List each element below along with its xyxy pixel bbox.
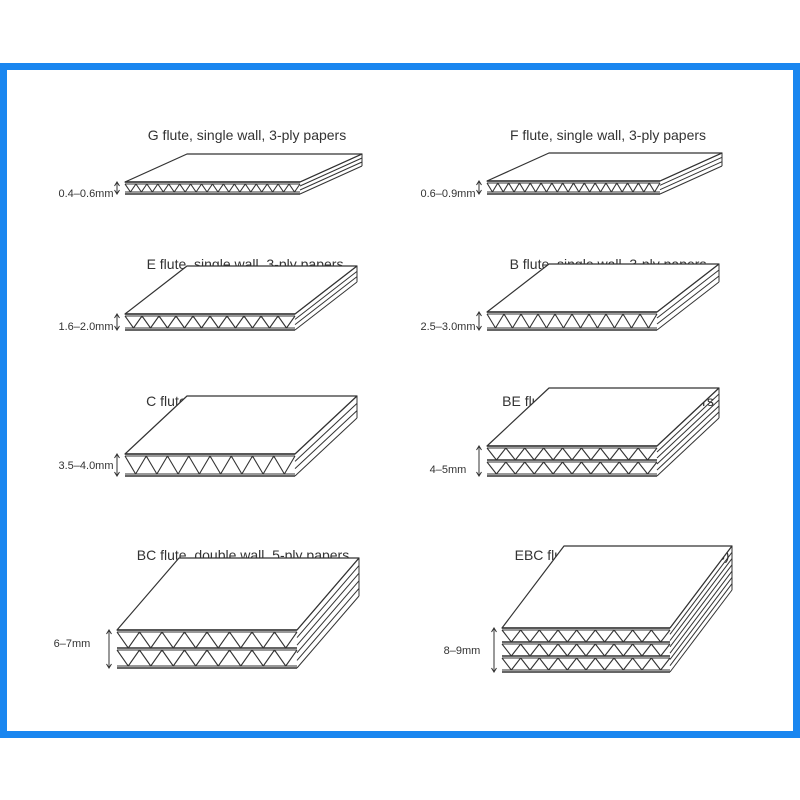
side-edge-line [656, 281, 720, 331]
thickness-label: 6–7mm [54, 638, 91, 650]
flute-zigzag [486, 461, 658, 475]
arrow-head-down [476, 325, 482, 331]
flute-zigzag [501, 629, 671, 643]
side-edge-line [669, 551, 733, 635]
arrow-head-up [106, 629, 112, 635]
flute-zigzag [124, 315, 296, 329]
arrow-head-down [476, 189, 482, 195]
board-top-face [116, 557, 360, 631]
side-edge-line [669, 545, 733, 629]
side-edge-line [669, 558, 733, 641]
thickness-label: 1.6–2.0mm [58, 321, 113, 333]
arrow-head-down [476, 471, 482, 477]
side-edge-line [656, 275, 720, 325]
panel-c-flute: C flute, single wall, 3-ply papers3.5–4.… [58, 393, 358, 477]
side-edge-line [296, 580, 360, 654]
side-edge-line [294, 395, 358, 455]
panel-f-flute: F flute, single wall, 3-ply papers 0.6–0.… [420, 127, 723, 200]
thickness-label: 3.5–4.0mm [58, 460, 113, 472]
arrow-head-down [106, 663, 112, 669]
flute-zigzag [486, 313, 658, 329]
flute-zigzag [116, 649, 298, 667]
board-top-face [486, 152, 723, 182]
panel-b-flute: B flute, single wall, 3-ply papers2.5–3.… [420, 256, 720, 333]
arrow-head-down [114, 189, 120, 195]
arrow-head-up [476, 311, 482, 317]
board-top-face [124, 265, 358, 315]
panel-title: G flute, single wall, 3-ply papers [148, 127, 346, 143]
arrow-head-up [476, 445, 482, 451]
arrow-head-down [491, 667, 497, 673]
side-edge-line [656, 417, 720, 477]
panel-be-flute: BE flute, double wall, 5-ply papers4–5mm [430, 387, 720, 477]
arrow-head-up [114, 181, 120, 187]
side-edge-line [296, 595, 360, 669]
side-edge-line [656, 393, 720, 453]
side-edge-line [656, 387, 720, 447]
side-edge-line [299, 165, 363, 195]
side-edge-line [656, 269, 720, 319]
side-edge-line [299, 157, 363, 187]
arrow-head-down [114, 325, 120, 331]
thickness-label: 2.5–3.0mm [420, 321, 475, 333]
side-edge-line [669, 577, 733, 660]
thickness-label: 0.4–0.6mm [58, 188, 113, 200]
side-edge-line [294, 410, 358, 470]
side-edge-line [669, 589, 733, 673]
panel-title: F flute, single wall, 3-ply papers [510, 127, 706, 143]
side-edge-line [294, 270, 358, 320]
arrow-head-up [114, 313, 120, 319]
flute-zigzag [486, 182, 661, 193]
thickness-label: 0.6–0.9mm [420, 188, 475, 200]
arrow-head-down [114, 471, 120, 477]
side-edge-line [656, 399, 720, 459]
side-edge-line [669, 583, 733, 667]
side-edge-line [659, 156, 723, 186]
side-edge-line [296, 572, 360, 646]
side-edge-line [656, 411, 720, 471]
flute-zigzag [124, 455, 296, 475]
flute-zigzag [486, 447, 658, 461]
panel-ebc-flute: EBC flute, triple wall, 7-ply papers)8–9… [444, 545, 733, 673]
side-edge-line [294, 265, 358, 315]
thickness-label: 4–5mm [430, 464, 467, 476]
arrow-head-up [476, 180, 482, 186]
side-edge-line [669, 564, 733, 648]
side-edge-line [656, 263, 720, 313]
side-edge-line [659, 161, 723, 191]
side-edge-line [669, 570, 733, 654]
side-edge-line [659, 165, 723, 195]
side-edge-line [296, 588, 360, 661]
side-edge-line [294, 276, 358, 326]
flute-zigzag [116, 631, 298, 649]
arrow-head-up [114, 453, 120, 459]
side-edge-line [299, 161, 363, 191]
side-edge-line [294, 417, 358, 477]
flute-zigzag [124, 183, 301, 193]
thickness-label: 8–9mm [444, 645, 481, 657]
side-edge-line [294, 402, 358, 462]
panel-e-flute: E flute, single wall, 3-ply papers1.6–2.… [58, 256, 358, 333]
side-edge-line [294, 281, 358, 331]
arrow-head-up [491, 627, 497, 633]
panel-g-flute: G flute, single wall, 3-ply papers 0.4–0.… [58, 127, 363, 200]
side-edge-line [296, 557, 360, 631]
flute-zigzag [501, 643, 671, 657]
side-edge-line [299, 153, 363, 183]
side-edge-line [659, 152, 723, 182]
side-edge-line [656, 405, 720, 465]
side-edge-line [296, 565, 360, 638]
flute-zigzag [501, 657, 671, 671]
